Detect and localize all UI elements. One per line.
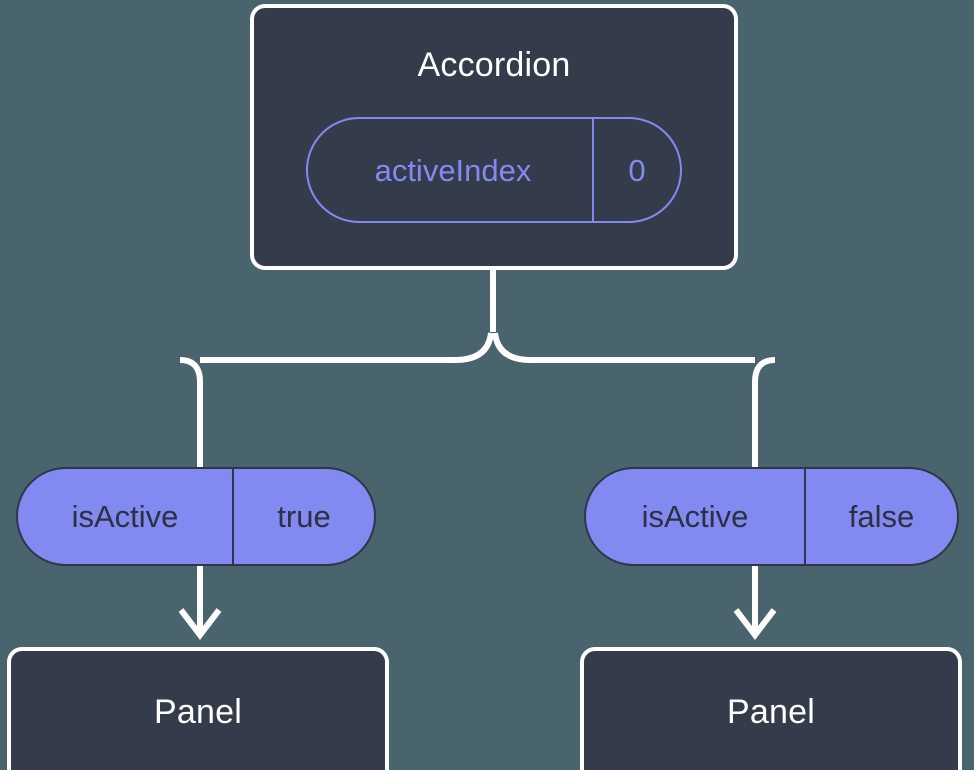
prop-badge-isactive-false[interactable]: isActive false [584, 467, 959, 566]
prop-badge-isactive-true-key: isActive [71, 499, 179, 534]
prop-badge-activeindex-value: 0 [592, 119, 680, 221]
connector-splay-left [200, 332, 494, 363]
prop-badge-isactive-false-key: isActive [641, 499, 749, 534]
prop-badge-isactive-true-value: true [232, 469, 374, 564]
node-panel-right-title: Panel [727, 693, 815, 731]
prop-badge-activeindex[interactable]: activeIndex 0 [306, 117, 682, 223]
arrow-left-pill-to-panel [178, 566, 222, 640]
connector-splay-right [492, 332, 755, 363]
node-accordion-title: Accordion [417, 46, 571, 84]
arrow-right-pill-to-panel [733, 566, 777, 640]
node-panel-right[interactable]: Panel [580, 647, 962, 770]
prop-badge-isactive-true[interactable]: isActive true [16, 467, 376, 566]
connector-branch-right [752, 357, 776, 470]
prop-badge-activeindex-key: activeIndex [374, 152, 532, 188]
connector-branch-left [179, 357, 203, 470]
node-panel-left[interactable]: Panel [7, 647, 389, 770]
prop-badge-isactive-false-value: false [804, 469, 957, 564]
node-panel-left-title: Panel [154, 693, 242, 731]
